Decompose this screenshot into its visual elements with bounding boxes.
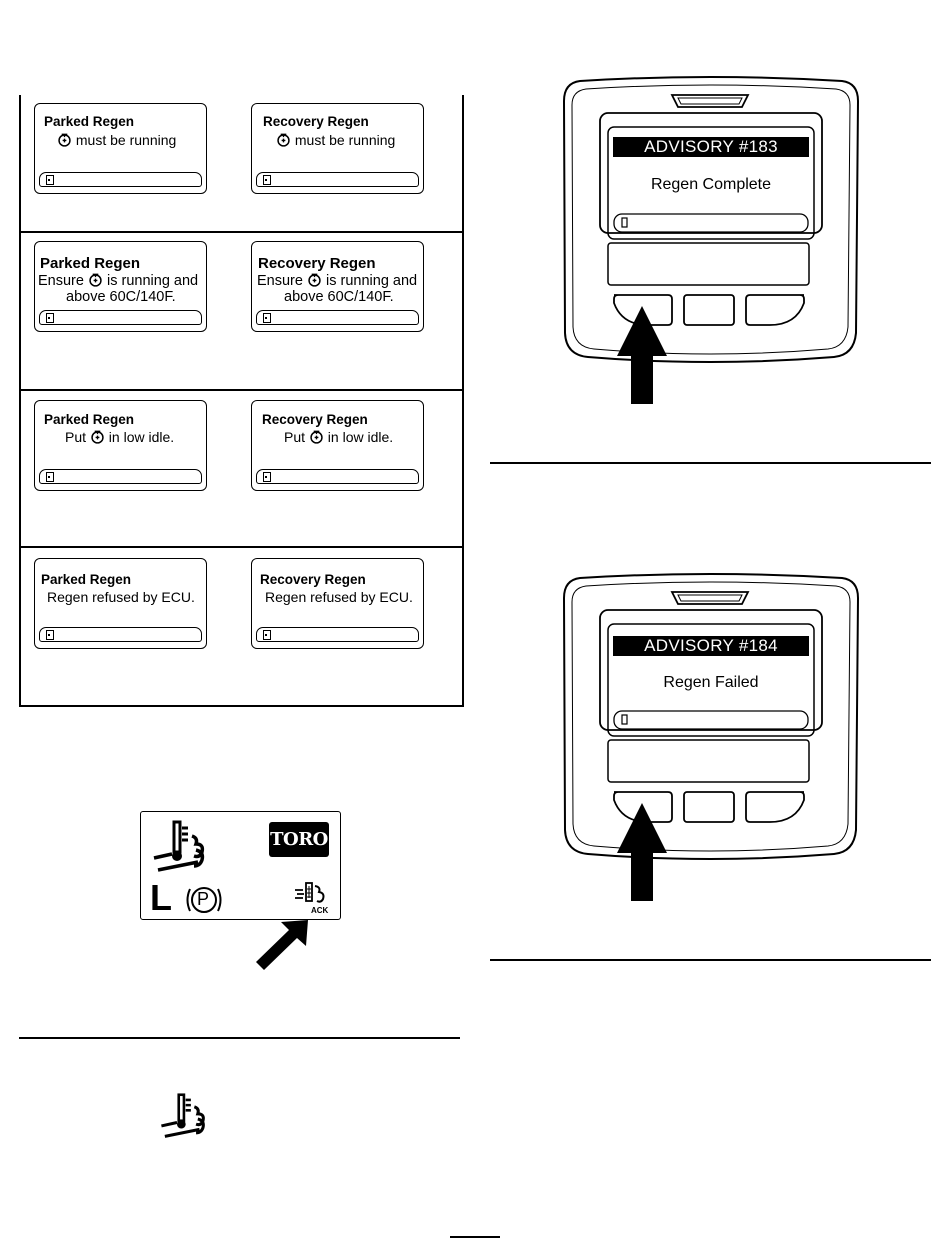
lcd-line-text: is running and [326, 273, 418, 289]
lcd-softkey-bar [39, 310, 202, 325]
door-exit-icon [263, 472, 271, 482]
lcd-line-2: above 60C/140F. [284, 289, 394, 305]
display-device-advisory-183: ADVISORY #183 Regen Complete [562, 75, 859, 365]
lcd-title: Parked Regen [41, 572, 132, 587]
lcd-title: Parked Regen [44, 412, 135, 427]
lcd-line: Put in low idle. [284, 429, 393, 445]
lcd-softkey-bar [256, 310, 419, 325]
advisory-header: ADVISORY #183 [613, 137, 809, 157]
engine-icon [57, 132, 72, 147]
lcd-title: Parked Regen [40, 255, 141, 272]
lcd-line-text: must be running [294, 132, 396, 148]
right-softkey-button[interactable] [751, 295, 809, 325]
lcd-recovery-regen-running: Recovery Regen must be running [251, 103, 424, 194]
lcd-softkey-bar [39, 172, 202, 187]
lcd-title: Parked Regen [44, 114, 135, 129]
advisory-message: Regen Failed [663, 674, 759, 691]
door-exit-icon [46, 175, 54, 185]
lcd-parked-regen-idle: Parked Regen Put in low idle. [34, 400, 207, 491]
lcd-line: Regen refused by ECU. [265, 589, 413, 605]
center-softkey-button[interactable] [684, 792, 734, 822]
door-exit-icon [46, 630, 54, 640]
lcd-softkey-bar [39, 469, 202, 484]
display-device-advisory-184: ADVISORY #184 Regen Failed [562, 572, 859, 862]
lcd-line-text: must be running [75, 132, 177, 148]
lcd-line: must be running [57, 132, 176, 148]
lcd-line: Ensure is running and [38, 272, 198, 289]
lcd-title: Recovery Regen [258, 255, 376, 272]
lcd-title: Recovery Regen [262, 412, 368, 427]
regen-messages-grid: Parked Regen must be running Recovery Re… [19, 95, 464, 707]
lcd-softkey-bar [256, 627, 419, 642]
toro-logo: TORO [269, 822, 329, 857]
regen-ack-icon [293, 880, 339, 913]
section-divider [490, 462, 931, 464]
lcd-line-text: is running and [107, 273, 199, 289]
lcd-line-text: Ensure [257, 273, 303, 289]
lcd-recovery-regen-idle: Recovery Regen Put in low idle. [251, 400, 424, 491]
info-center-display [140, 811, 341, 920]
section-divider [19, 1037, 460, 1039]
lcd-recovery-regen-refused: Recovery Regen Regen refused by ECU. [251, 558, 424, 649]
lcd-line-text: in low idle. [108, 429, 175, 445]
right-softkey-button[interactable] [751, 792, 809, 822]
exhaust-temperature-icon [159, 1093, 221, 1145]
engine-icon [276, 132, 291, 147]
door-exit-icon [263, 175, 271, 185]
lcd-line-text: Put [284, 429, 306, 445]
section-divider [490, 959, 931, 961]
door-exit-icon [46, 472, 54, 482]
parking-brake-label: P [197, 889, 210, 909]
lcd-parked-regen-running: Parked Regen must be running [34, 103, 207, 194]
engine-icon [90, 429, 105, 444]
door-exit-icon [46, 313, 54, 323]
lcd-line: Regen refused by ECU. [47, 589, 195, 605]
pointer-arrow-icon [256, 920, 308, 970]
grid-row-above-temp: Parked Regen Ensure is running and above… [21, 231, 462, 391]
grid-row-refused: Parked Regen Regen refused by ECU. Recov… [21, 546, 462, 705]
lcd-parked-regen-temp: Parked Regen Ensure is running and above… [34, 241, 207, 332]
lcd-title: Recovery Regen [263, 114, 369, 129]
grid-row-must-be-running: Parked Regen must be running Recovery Re… [21, 95, 462, 231]
grid-row-low-idle: Parked Regen Put in low idle. Recovery R… [21, 389, 462, 548]
engine-icon [309, 429, 324, 444]
page-number-rule [450, 1236, 500, 1238]
lcd-title: Recovery Regen [260, 572, 366, 587]
lcd-parked-regen-refused: Parked Regen Regen refused by ECU. [34, 558, 207, 649]
device-housing [562, 573, 859, 860]
lcd-line-text: Put [65, 429, 87, 445]
lcd-recovery-regen-temp: Recovery Regen Ensure is running and abo… [251, 241, 424, 332]
lcd-line: must be running [276, 132, 395, 148]
parking-brake-icon: P [186, 884, 222, 916]
advisory-message: Regen Complete [650, 176, 772, 193]
exhaust-temperature-icon [151, 820, 223, 880]
pointer-arrow-icon [617, 803, 667, 901]
door-exit-icon [263, 630, 271, 640]
lcd-line: Ensure is running and [257, 272, 417, 289]
lcd-line-2: above 60C/140F. [66, 289, 176, 305]
lcd-line-text: in low idle. [327, 429, 394, 445]
ack-label: ACK [311, 906, 329, 915]
advisory-header: ADVISORY #184 [613, 636, 809, 656]
lcd-softkey-bar [39, 627, 202, 642]
engine-icon [88, 272, 103, 287]
lcd-line-text: Ensure [38, 273, 84, 289]
door-exit-icon [263, 313, 271, 323]
engine-icon [307, 272, 322, 287]
lcd-softkey-bar [256, 469, 419, 484]
pointer-arrow-icon [617, 306, 667, 404]
lcd-softkey-bar [256, 172, 419, 187]
lcd-line: Put in low idle. [65, 429, 174, 445]
center-softkey-button[interactable] [684, 295, 734, 325]
device-housing [562, 76, 859, 363]
gear-indicator: L [150, 877, 172, 918]
